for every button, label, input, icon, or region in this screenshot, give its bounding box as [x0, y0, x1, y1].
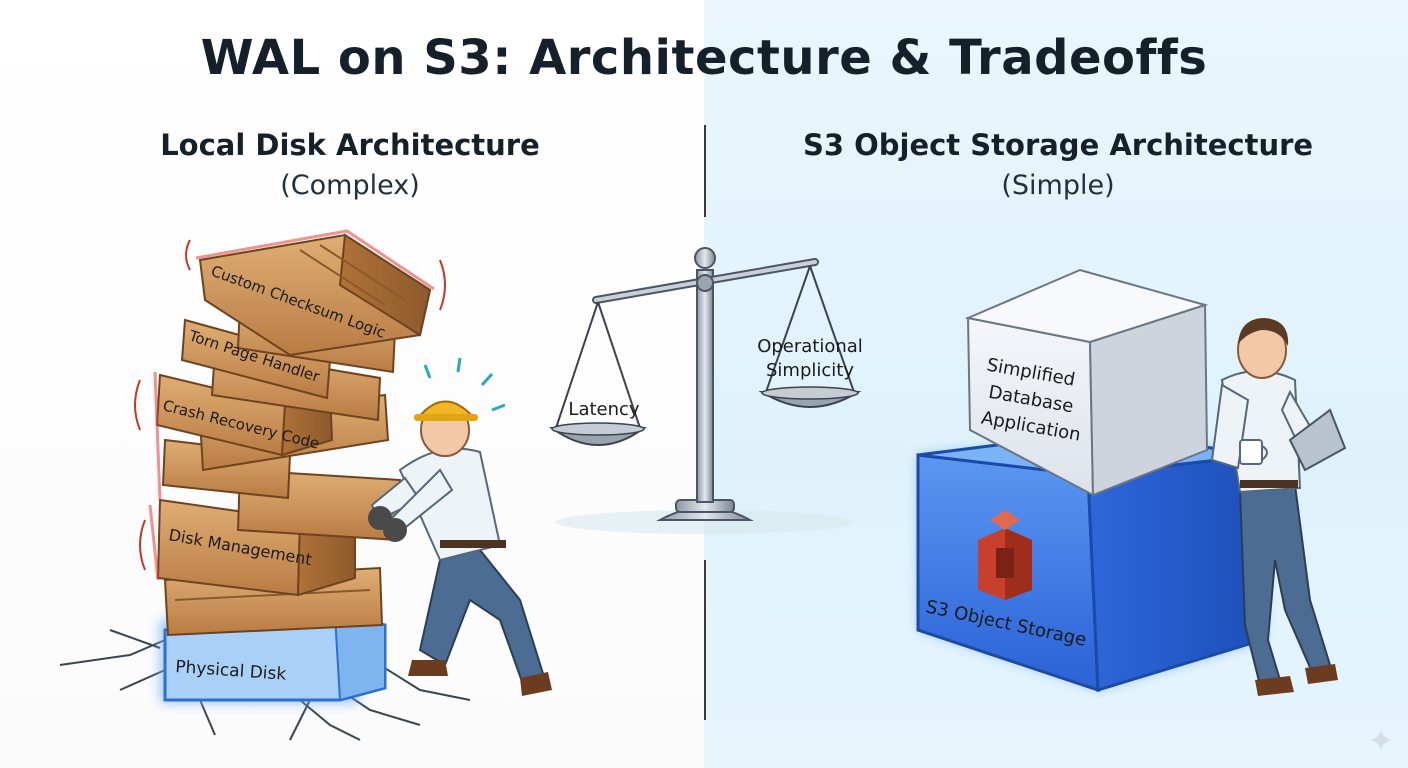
- balance-scale: [548, 247, 862, 534]
- panel-divider-top: [704, 125, 706, 217]
- s3-storage-box: [916, 430, 1265, 693]
- database-app-box: [964, 268, 1209, 497]
- scale-label-simplicity: Simplicity: [766, 360, 854, 381]
- sparkle-icon: [1371, 730, 1391, 750]
- scale-label-latency: Latency: [568, 399, 639, 420]
- left-heading-group: Local Disk Architecture (Complex): [70, 128, 630, 201]
- right-heading-group: S3 Object Storage Architecture (Simple): [778, 128, 1338, 201]
- panel-divider-bottom: [704, 560, 706, 720]
- wood-tower: [155, 233, 432, 637]
- right-heading: S3 Object Storage Architecture: [802, 128, 1314, 162]
- left-heading: Local Disk Architecture: [160, 128, 540, 162]
- page-title: WAL on S3: Architecture & Tradeoffs: [200, 30, 1208, 86]
- shake-lines: [134, 239, 446, 571]
- right-subheading: (Simple): [1001, 170, 1115, 201]
- wood-tower-red-glow: [148, 229, 435, 581]
- worker-figure: [368, 400, 552, 696]
- scale-label-operational: Operational: [757, 336, 863, 357]
- panic-lines: [423, 357, 506, 412]
- physical-disk-block: Physical Disk: [160, 613, 387, 703]
- left-subheading: (Complex): [280, 170, 420, 201]
- cracked-ground: [59, 629, 471, 741]
- aws-s3-logo: [978, 510, 1032, 600]
- relaxed-man-figure: [1210, 318, 1347, 696]
